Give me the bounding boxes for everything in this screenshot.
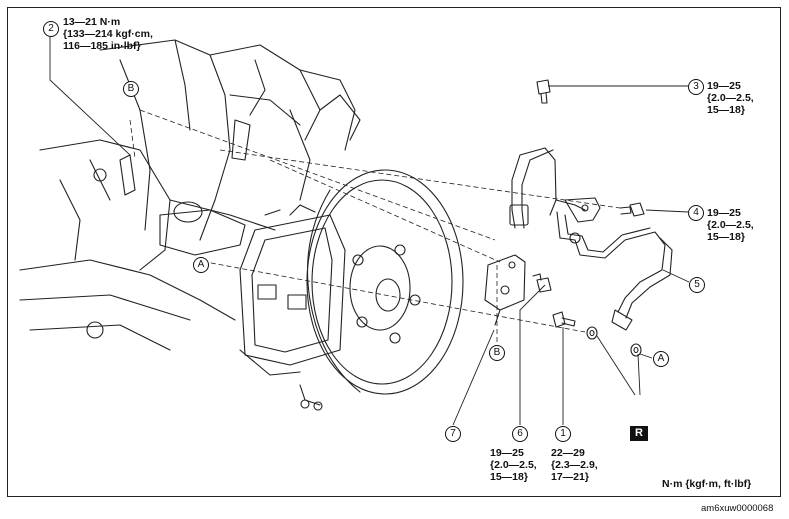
union-bolt-1-drawing [552,311,576,328]
torque-label-1: 22—29 {2.3—2.9, 17—21} [551,447,598,483]
torque-label-2: 13—21 N·m {133—214 kgf·cm, 116—185 in·lb… [63,16,153,52]
torque-6-line-2: {2.0—2.5, [490,459,537,471]
torque-1-line-1: 22—29 [551,447,585,459]
torque-1-line-3: 17—21} [551,471,589,483]
torque-label-3: 19—25 {2.0—2.5, 15—18} [707,80,754,116]
torque-3-line-1: 19—25 [707,80,741,92]
diagram-frame [7,7,781,497]
callout-1: 1 [555,426,571,442]
torque-4-line-3: 15—18} [707,231,745,243]
units-note: N·m {kgf·m, ft·lbf} [662,478,752,490]
torque-2-line-3: 116—185 in·lbf} [63,40,141,52]
replace-part-marker: R [630,426,648,441]
bolt-3-drawing [536,79,551,104]
bolt-4-drawing [619,202,645,217]
torque-3-line-3: 15—18} [707,104,745,116]
torque-6-line-3: 15—18} [490,471,528,483]
image-code: am6xuw0000068 [701,503,774,514]
torque-4-line-2: {2.0—2.5, [707,219,754,231]
torque-label-6: 19—25 {2.0—2.5, 15—18} [490,447,537,483]
brake-caliper-drawing [239,204,346,376]
torque-3-line-2: {2.0—2.5, [707,92,754,104]
torque-label-4: 19—25 {2.0—2.5, 15—18} [707,207,754,243]
torque-2-line-1: 13—21 N·m [63,16,121,28]
suspension-strut-drawing [19,39,361,351]
callout-2: 2 [43,21,59,37]
torque-4-line-1: 19—25 [707,207,741,219]
torque-6-line-1: 19—25 [490,447,524,459]
brake-disc-drawing [299,169,464,411]
callout-4: 4 [688,205,704,221]
callout-7: 7 [445,426,461,442]
callout-3: 3 [688,79,704,95]
reference-b-lower: B [489,345,505,361]
reference-b-upper: B [123,81,139,97]
washer-drawing [586,326,642,357]
callout-5: 5 [689,277,705,293]
reference-a-right: A [653,351,669,367]
bolt-6-drawing [532,273,552,293]
torque-1-line-2: {2.3—2.9, [551,459,598,471]
torque-2-line-2: {133—214 kgf·cm, [63,28,153,40]
callout-6: 6 [512,426,528,442]
brake-hose-drawing [509,147,673,331]
reference-a-left: A [193,257,209,273]
hose-bracket-drawing [484,254,526,326]
